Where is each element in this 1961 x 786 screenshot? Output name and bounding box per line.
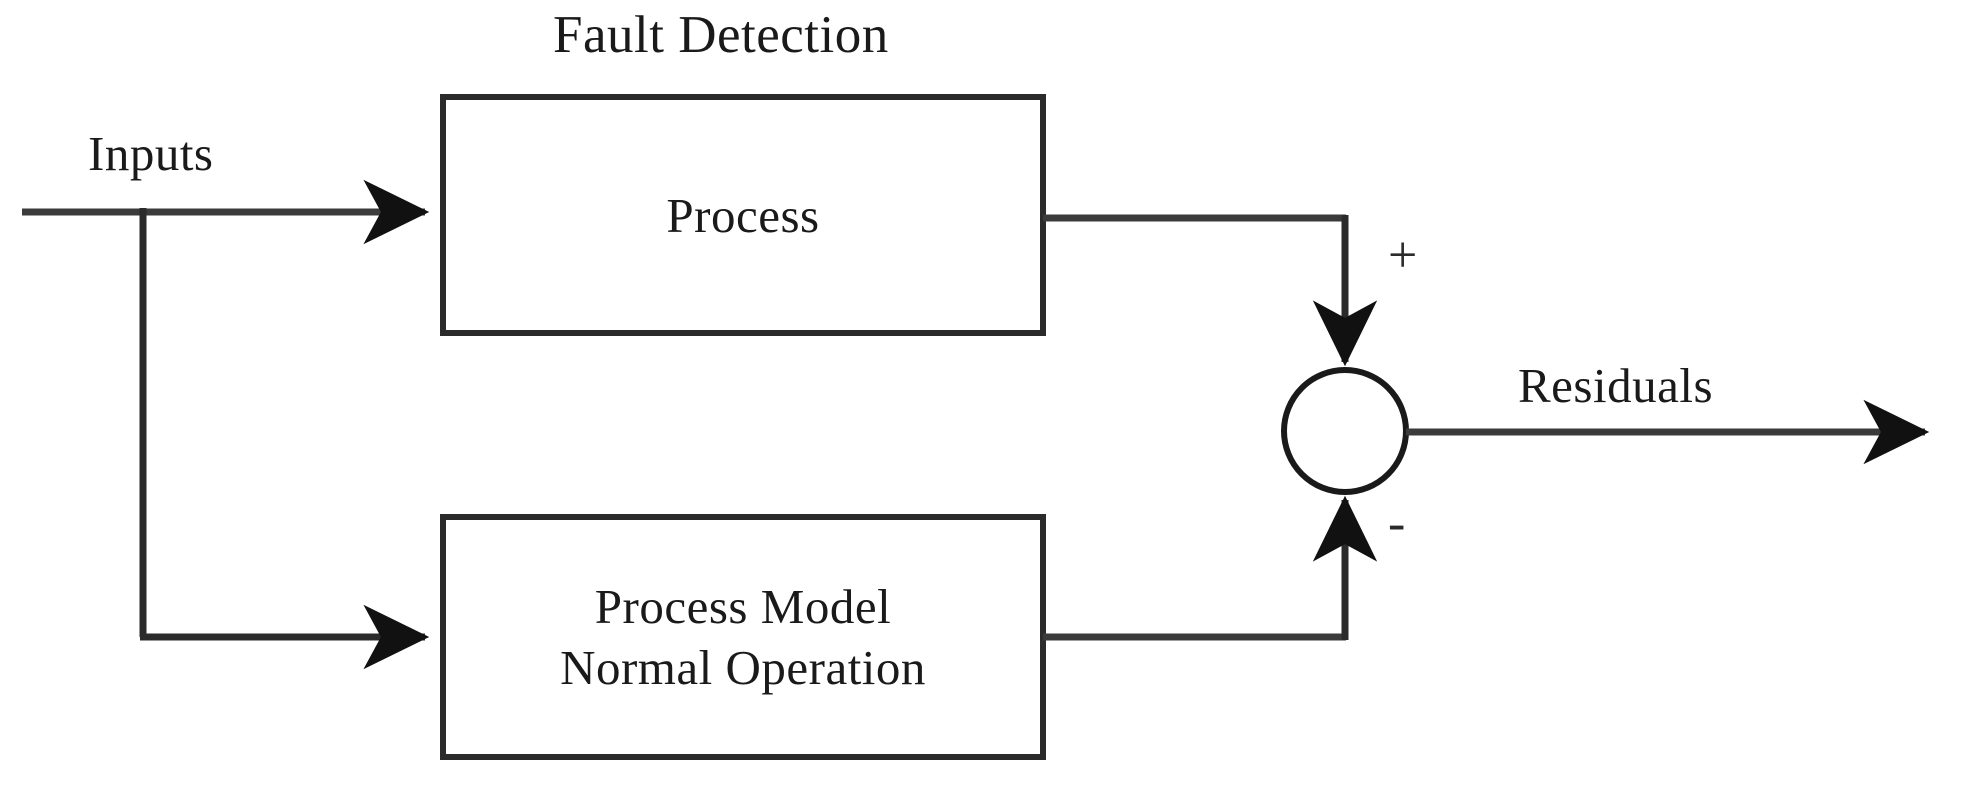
process-model-label-line-1: Process Model [594, 579, 892, 634]
process-model-block-rect [440, 514, 1046, 760]
process-model-label-line-2: Normal Operation [560, 640, 926, 695]
residuals-label: Residuals [1518, 358, 1714, 413]
inputs-label: Inputs [88, 126, 214, 181]
summing-junction-circle [1281, 367, 1409, 495]
process-block-rect [440, 94, 1046, 336]
summing-junction-minus-sign: - [1388, 495, 1406, 552]
process-block-label: Process [666, 187, 820, 243]
summing-junction-plus-sign: + [1388, 227, 1418, 284]
diagram-title: Fault Detection [553, 6, 889, 64]
process-model-block-label: Process Model Normal Operation [443, 517, 1043, 757]
